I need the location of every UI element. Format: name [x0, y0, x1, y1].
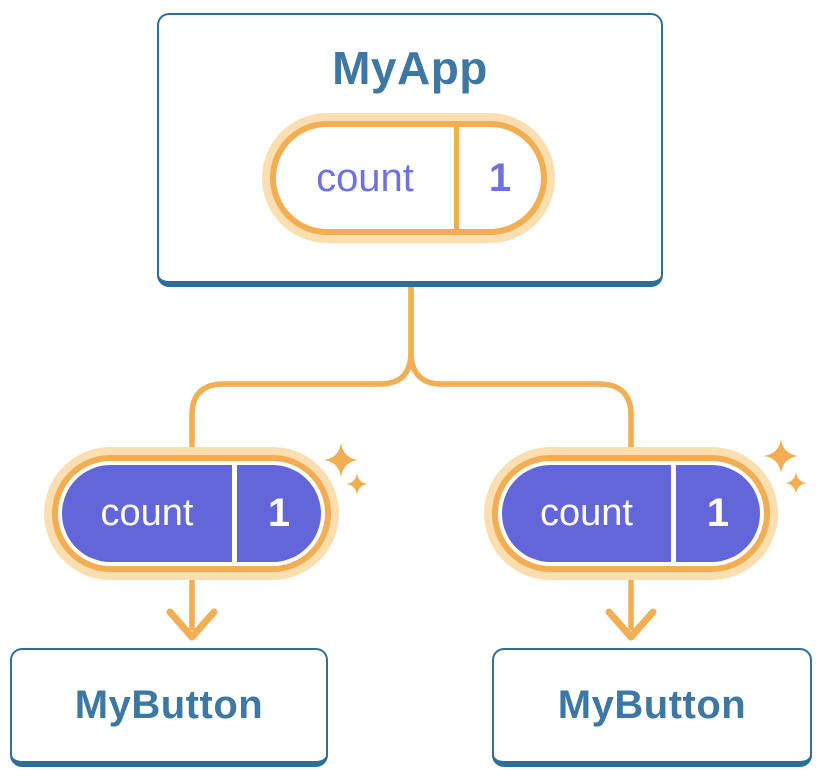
state-pill-body: count 1 — [502, 465, 760, 562]
state-key-label: count — [540, 492, 633, 534]
state-pill-body: count 1 — [62, 465, 321, 562]
state-key-label: count — [100, 492, 194, 534]
sparkle-icon — [346, 473, 368, 495]
pill-divider — [671, 465, 676, 562]
state-pill-root: count 1 — [262, 113, 555, 243]
sparkle-icon — [785, 472, 807, 494]
arrow-down-icon — [605, 608, 657, 641]
state-value: 1 — [706, 491, 730, 535]
state-pill-right-child: count 1 — [484, 447, 778, 580]
state-pill-left-child: count 1 — [44, 447, 339, 580]
state-pill-ring: count 1 — [492, 455, 770, 572]
state-key-label: count — [316, 155, 414, 200]
state-pill-ring: count 1 — [270, 121, 547, 235]
state-pill-ring: count 1 — [52, 455, 331, 572]
connector-root-to-right-child — [408, 283, 634, 630]
state-pill-body: count 1 — [276, 127, 541, 229]
component-card-mybutton-left: MyButton — [10, 648, 328, 767]
sparkle-icon — [763, 438, 799, 474]
state-value: 1 — [488, 155, 512, 200]
state-value: 1 — [267, 491, 291, 535]
component-title: MyButton — [557, 683, 747, 727]
arrow-down-icon — [166, 608, 218, 641]
component-title: MyButton — [74, 683, 264, 727]
pill-divider — [232, 465, 237, 562]
pill-divider — [454, 127, 459, 229]
component-title: MyApp — [332, 42, 488, 94]
connector-root-to-left-child — [189, 283, 414, 630]
sparkle-icon — [323, 442, 359, 478]
component-card-mybutton-right: MyButton — [492, 648, 812, 767]
